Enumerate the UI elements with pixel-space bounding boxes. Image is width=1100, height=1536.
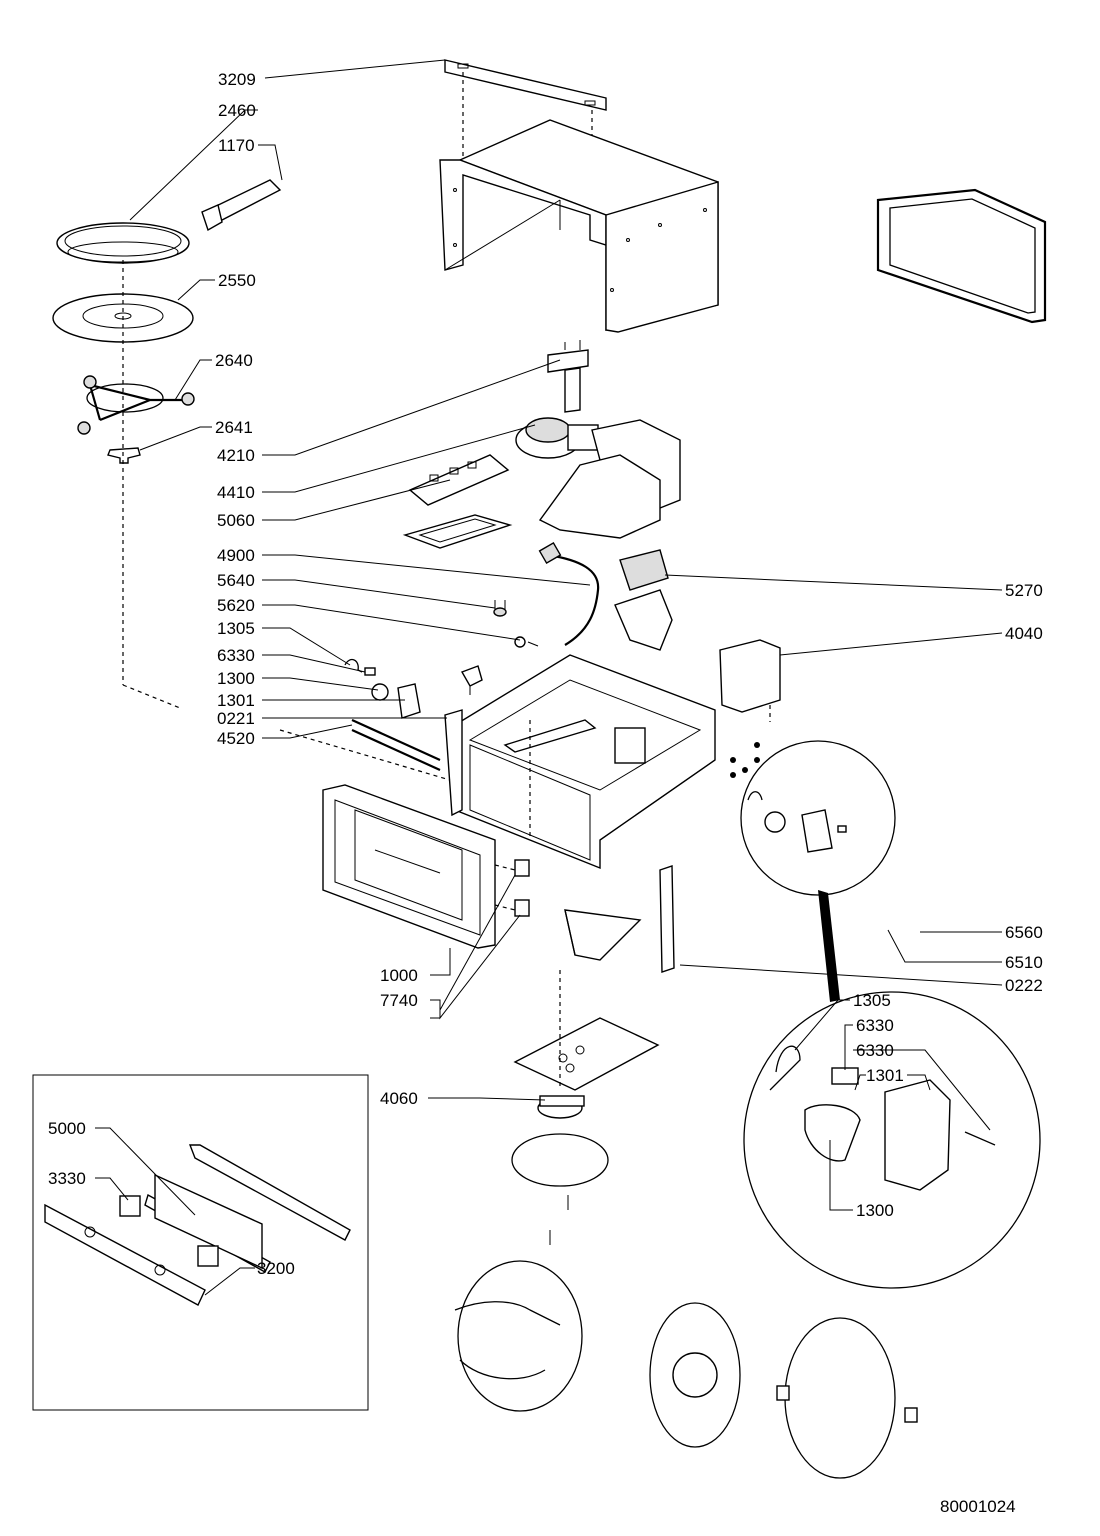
callout-1301: 1301 — [217, 691, 255, 710]
side-panel-0222 — [659, 865, 675, 973]
callout-5620: 5620 — [217, 596, 255, 615]
callout-3330: 3330 — [48, 1169, 86, 1188]
callout-4040: 4040 — [1005, 624, 1043, 643]
hv-board-5270 — [619, 549, 669, 591]
leader-lines — [95, 59, 1003, 1296]
callout-4210: 4210 — [217, 446, 255, 465]
callout-1170: 1170 — [218, 136, 255, 155]
main-cavity — [279, 654, 716, 870]
glass-tray-2460 — [56, 222, 190, 264]
outer-cabinet — [439, 119, 719, 333]
callout-2460: 2460 — [218, 101, 256, 120]
screws — [730, 742, 760, 778]
door-hinges-7740 — [494, 859, 530, 917]
callout-1300-detail: 1300 — [856, 1201, 894, 1220]
callout-1300: 1300 — [217, 669, 255, 688]
callout-1301-detail: 1301 — [866, 1066, 904, 1085]
switch-group-left — [344, 658, 421, 719]
motor-cover-illustration — [649, 1302, 741, 1448]
callout-5060: 5060 — [217, 511, 255, 530]
callout-5640: 5640 — [217, 571, 255, 590]
callout-6560: 6560 — [1005, 923, 1043, 942]
callout-4520: 4520 — [217, 729, 255, 748]
callout-2641: 2641 — [215, 418, 253, 437]
detail-circle-lower — [743, 991, 1041, 1289]
detail-circle-upper — [740, 740, 896, 1002]
callout-6510: 6510 — [1005, 953, 1043, 972]
door-1000 — [322, 784, 496, 949]
fan-motor-4410 — [515, 417, 599, 459]
waveguide-duct — [538, 419, 681, 539]
inset-control-panel — [32, 1074, 369, 1411]
callout-5270: 5270 — [1005, 581, 1043, 600]
fuse-5640 — [493, 600, 507, 617]
callout-3200: 3200 — [257, 1259, 295, 1278]
callout-2640: 2640 — [215, 351, 253, 370]
stirrer-ring — [511, 1133, 609, 1245]
callout-6330: 6330 — [217, 646, 255, 665]
door-seal — [876, 188, 1047, 324]
callout-3209: 3209 — [218, 70, 256, 89]
callout-2550: 2550 — [218, 271, 256, 290]
callout-labels: 3209 2460 1170 2550 2640 2641 4210 4410 … — [48, 70, 1043, 1516]
coupler-2641 — [107, 447, 141, 464]
callout-7740: 7740 — [380, 991, 418, 1010]
power-cord-4900 — [538, 541, 600, 646]
callout-5000: 5000 — [48, 1119, 86, 1138]
callout-4900: 4900 — [217, 546, 255, 565]
switch-clip-left — [460, 665, 483, 695]
latch-assembly — [564, 909, 642, 961]
callout-6330-detail: 6330 — [856, 1016, 894, 1035]
bottom-plate — [513, 1017, 660, 1091]
stirrer-motor-4060 — [537, 1095, 585, 1119]
callout-6330-detail-2: 6330 — [856, 1041, 894, 1060]
callout-1305: 1305 — [217, 619, 255, 638]
panel-frame — [402, 514, 513, 549]
callout-0222: 0222 — [1005, 976, 1043, 995]
callout-0221: 0221 — [217, 709, 255, 728]
bracket-4210 — [547, 340, 589, 413]
callout-4060: 4060 — [380, 1089, 418, 1108]
control-board-5060 — [408, 454, 510, 506]
ring-illustration — [776, 1317, 918, 1479]
callout-4410: 4410 — [217, 483, 255, 502]
callout-1305-detail: 1305 — [853, 991, 891, 1010]
callout-1000: 1000 — [380, 966, 418, 985]
thermal-5620 — [514, 636, 539, 648]
transformer-4040 — [719, 639, 781, 722]
support-5270b — [614, 589, 673, 651]
handle-1170 — [201, 179, 282, 232]
document-code: 80001024 — [940, 1497, 1016, 1516]
hand-illustration — [454, 1260, 583, 1412]
roller-ring-2640 — [77, 375, 195, 435]
